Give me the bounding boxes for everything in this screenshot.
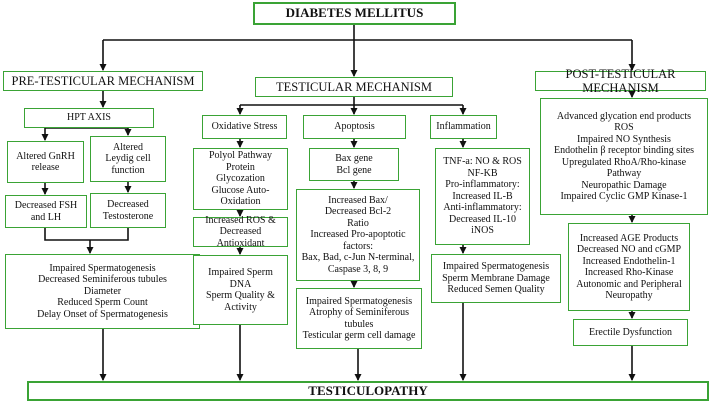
altered-leydig-box: Altered Leydig cell function — [90, 136, 166, 182]
bax-bcl-ratio-box: Increased Bax/ Decreased Bcl-2 Ratio Inc… — [296, 189, 420, 281]
pre-testicular-mechanism-box: PRE-TESTICULAR MECHANISM — [3, 71, 203, 91]
decreased-fsh-lh-box: Decreased FSH and LH — [5, 195, 87, 228]
increased-ros-box: Increased ROS & Decreased Antioxidant — [193, 215, 288, 249]
testiculopathy-box: TESTICULOPATHY — [27, 381, 709, 401]
oxidative-outcome-box: Impaired Sperm DNA Sperm Quality & Activ… — [193, 255, 288, 325]
post-testicular-effects-box: Increased AGE Products Decreased NO and … — [568, 223, 690, 311]
oxidative-stress-box: Oxidative Stress — [202, 115, 287, 139]
post-testicular-factors-box: Advanced glycation end products ROS Impa… — [540, 98, 708, 215]
apoptosis-outcome-box: Impaired Spermatogenesis Atrophy of Semi… — [296, 288, 422, 349]
inflammatory-markers-box: TNF-a: NO & ROS NF-KB Pro-inflammatory: … — [435, 148, 530, 245]
pre-testicular-outcomes-box: Impaired Spermatogenesis Decreased Semin… — [5, 254, 200, 329]
title-box-diabetes-mellitus: DIABETES MELLITUS — [253, 2, 456, 25]
bax-bcl-genes-box: Bax gene Bcl gene — [309, 148, 399, 181]
decreased-testosterone-box: Decreased Testosterone — [90, 193, 166, 228]
erectile-dysfunction-box: Erectile Dysfunction — [573, 319, 688, 346]
post-testicular-mechanism-box: POST-TESTICULAR MECHANISM — [535, 67, 706, 95]
testicular-mechanism-box: TESTICULAR MECHANISM — [255, 77, 453, 97]
hpt-axis-box: HPT AXIS — [24, 108, 154, 128]
apoptosis-box: Apoptosis — [303, 115, 406, 139]
altered-gnrh-box: Altered GnRH release — [7, 141, 84, 183]
inflammation-outcome-box: Impaired Spermatogenesis Sperm Membrane … — [431, 254, 561, 303]
inflammation-box: Inflammation — [430, 115, 497, 139]
oxidative-causes-box: Polyol Pathway Protein Glycozation Gluco… — [193, 148, 288, 210]
